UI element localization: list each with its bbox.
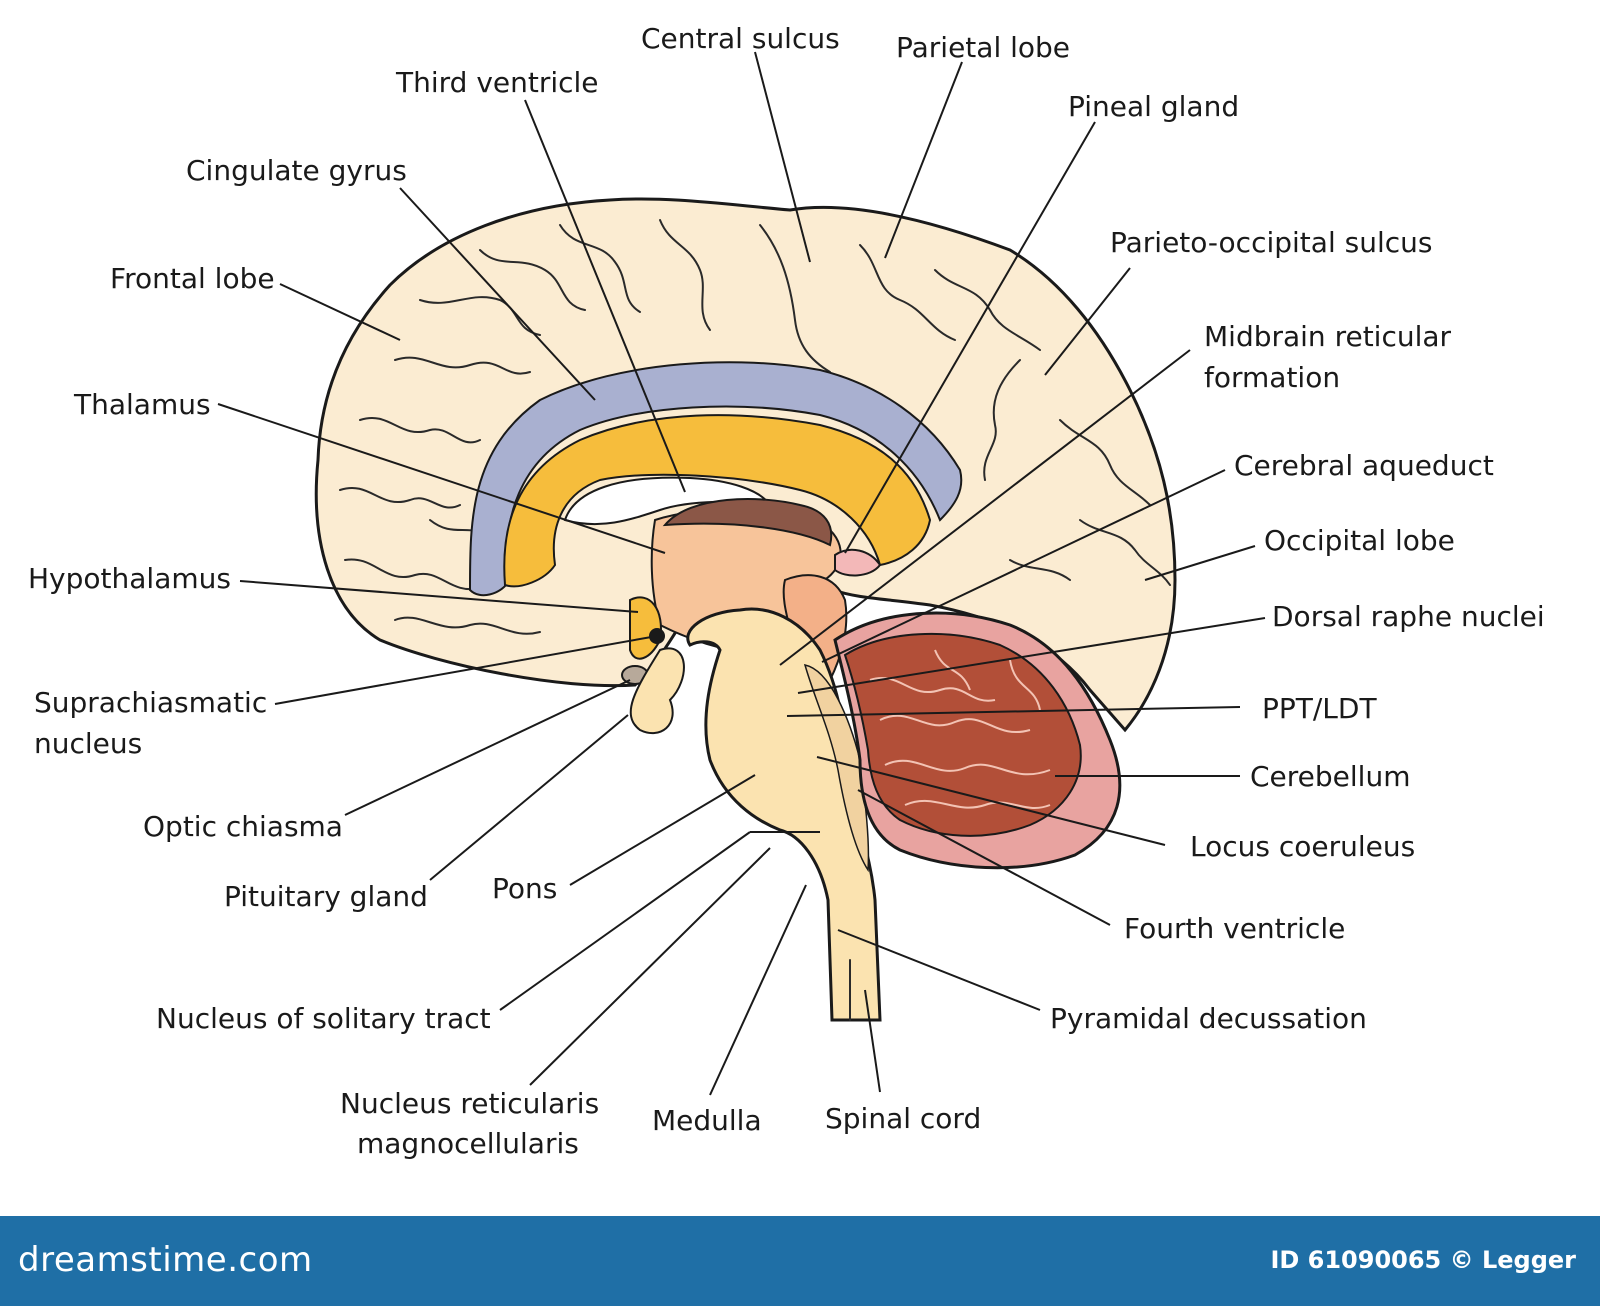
label-parietal-lobe: Parietal lobe (896, 31, 1070, 64)
label-midbrain-reticular-line1: Midbrain reticular (1204, 320, 1452, 353)
corpus-callosum (503, 414, 932, 588)
label-cerebellum: Cerebellum (1250, 760, 1410, 793)
third-ventricle-shape (662, 498, 833, 547)
label-pituitary-gland: Pituitary gland (224, 880, 428, 913)
labels: Central sulcus Parietal lobe Third ventr… (28, 22, 1545, 1160)
label-nucleus-reticularis-line1: Nucleus reticularis (340, 1087, 599, 1120)
label-fourth-ventricle: Fourth ventricle (1124, 912, 1345, 945)
fourth-ventricle-area (803, 664, 870, 873)
label-spinal-cord: Spinal cord (825, 1102, 981, 1135)
cingulate-gyrus-band (468, 361, 963, 597)
label-frontal-lobe: Frontal lobe (110, 262, 275, 295)
label-third-ventricle: Third ventricle (395, 66, 599, 99)
label-cingulate-gyrus: Cingulate gyrus (186, 154, 407, 187)
label-dorsal-raphe-nuclei: Dorsal raphe nuclei (1272, 600, 1545, 633)
label-central-sulcus: Central sulcus (641, 22, 840, 55)
pineal-gland-shape (834, 548, 882, 577)
brain-illustration (314, 197, 1177, 1022)
label-hypothalamus: Hypothalamus (28, 562, 231, 595)
label-occipital-lobe: Occipital lobe (1264, 524, 1455, 557)
watermark-brand: dreamstime.com (18, 1240, 313, 1280)
cortical-folds (339, 219, 1171, 635)
label-suprachiasmatic-line1: Suprachiasmatic (34, 686, 267, 719)
watermark-footer: dreamstime.com ID 61090065 © Legger (0, 1216, 1600, 1306)
label-pyramidal-decussation: Pyramidal decussation (1050, 1002, 1367, 1035)
leader-lines (217, 51, 1266, 1096)
label-ppt-ldt: PPT/LDT (1262, 692, 1377, 725)
label-pons: Pons (492, 872, 557, 905)
label-suprachiasmatic-line2: nucleus (34, 727, 142, 760)
cerebellum-folia (869, 649, 1051, 809)
pituitary-gland-shape (629, 647, 685, 735)
label-optic-chiasma: Optic chiasma (143, 810, 343, 843)
label-cerebral-aqueduct: Cerebral aqueduct (1234, 449, 1494, 482)
image-credit: ID 61090065 © Legger (1270, 1246, 1576, 1274)
label-parieto-occipital-sulcus: Parieto-occipital sulcus (1110, 226, 1432, 259)
brain-sagittal-diagram: Central sulcus Parietal lobe Third ventr… (28, 22, 1545, 1160)
label-nucleus-reticularis-line2: magnocellularis (357, 1127, 579, 1160)
label-midbrain-reticular-line2: formation (1204, 361, 1340, 394)
label-pineal-gland: Pineal gland (1068, 90, 1239, 123)
label-nucleus-solitary-tract: Nucleus of solitary tract (156, 1002, 491, 1035)
label-thalamus: Thalamus (73, 388, 211, 421)
label-medulla: Medulla (652, 1104, 762, 1137)
label-locus-coeruleus: Locus coeruleus (1190, 830, 1415, 863)
